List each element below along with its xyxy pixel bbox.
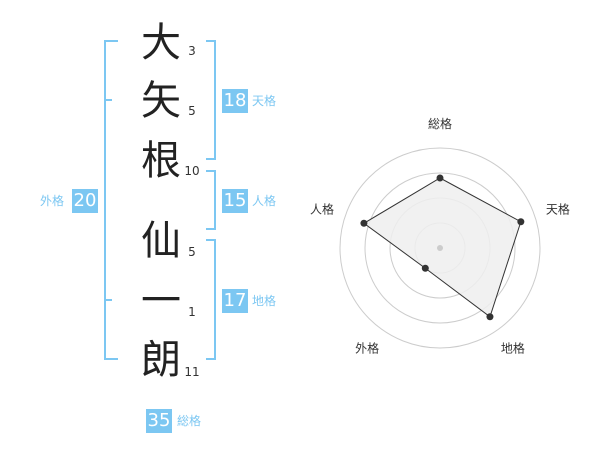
gaikaku-bracket-tick: [104, 99, 112, 101]
stroke-count-6: 11: [184, 365, 200, 379]
name-char-1: 大: [141, 20, 181, 66]
chikaku-label: 地格: [252, 294, 277, 308]
gaikaku-bracket: [104, 40, 118, 360]
radar-point-3: [486, 313, 494, 321]
jinkaku-label: 人格: [252, 194, 277, 208]
soukaku-label: 総格: [177, 414, 202, 428]
stroke-count-3: 10: [184, 164, 200, 178]
radar-point-4: [421, 264, 429, 272]
tenkaku-label: 天格: [252, 94, 277, 108]
radar-point-1: [436, 174, 444, 182]
jinkaku-bracket: [206, 170, 216, 230]
chikaku-bracket: [206, 239, 216, 360]
radar-axis-label: 人格: [310, 202, 334, 217]
name-char-5: 一: [141, 278, 181, 324]
stroke-count-4: 5: [188, 245, 196, 259]
tenkaku-bracket: [206, 40, 216, 160]
radar-axis-label: 総格: [428, 116, 452, 131]
radar-center-dot: [437, 245, 443, 251]
radar-axis-label: 天格: [546, 202, 570, 217]
radar-point-5: [360, 219, 368, 227]
gaikaku-value: 20: [72, 189, 98, 213]
gaikaku-bracket-tick: [104, 299, 112, 301]
tenkaku-value: 18: [222, 89, 248, 113]
radar-ring: [364, 172, 516, 324]
name-char-2: 矢: [141, 78, 181, 124]
jinkaku-value: 15: [222, 189, 248, 213]
soukaku-value: 35: [146, 409, 172, 433]
name-char-3: 根: [141, 138, 181, 184]
stroke-count-1: 3: [188, 44, 196, 58]
radar-axis-label: 外格: [355, 340, 379, 355]
name-char-6: 朗: [141, 337, 181, 383]
chikaku-value: 17: [222, 289, 248, 313]
radar-point-2: [517, 218, 525, 226]
gaikaku-label: 外格: [40, 194, 65, 208]
radar-axis-label: 地格: [501, 340, 525, 355]
stroke-count-2: 5: [188, 104, 196, 118]
stroke-count-5: 1: [188, 305, 196, 319]
name-char-4: 仙: [141, 218, 181, 264]
